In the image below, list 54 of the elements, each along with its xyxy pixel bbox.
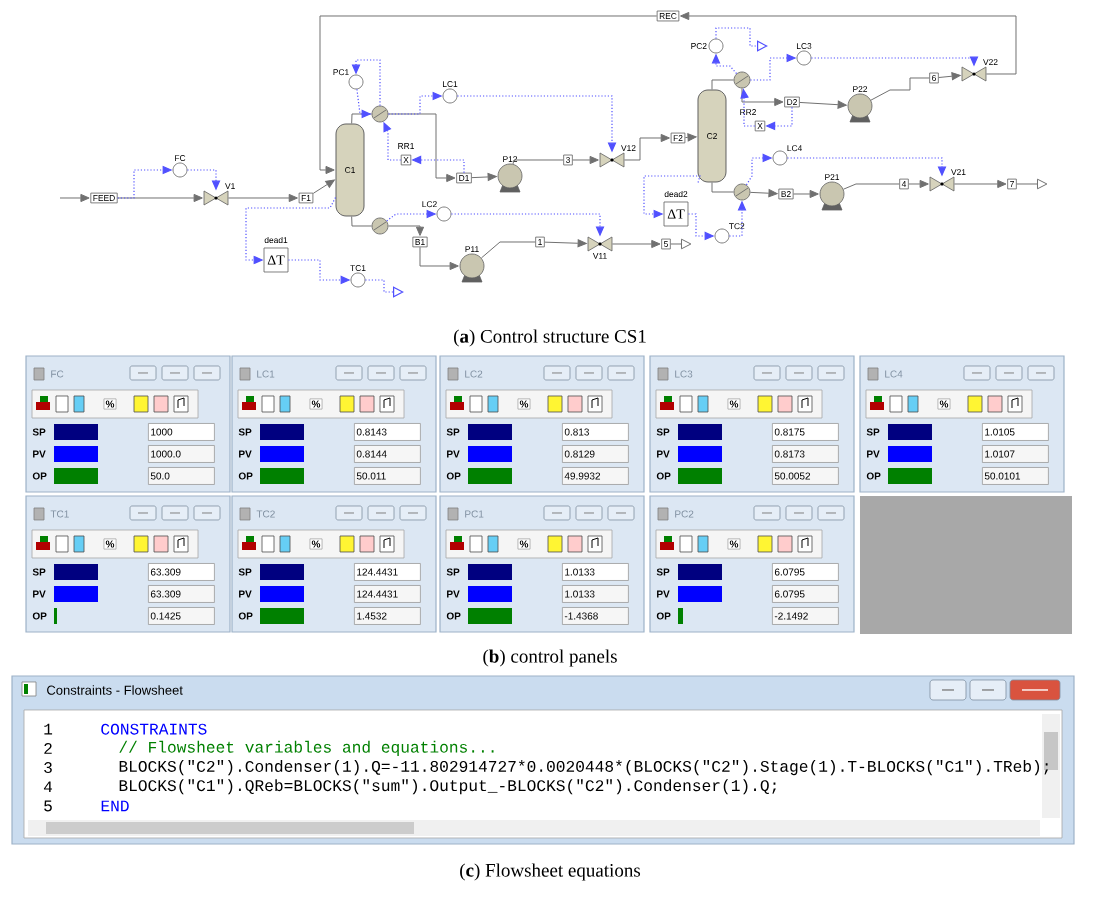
stream-line: [938, 72, 961, 81]
stream-line: [741, 87, 784, 107]
stream-line: [351, 113, 373, 124]
code-line: // Flowsheet variables and equations...: [119, 740, 494, 756]
stream-line: [842, 183, 900, 190]
stream-line: [117, 193, 203, 203]
stream-line: [544, 239, 587, 248]
stream-line: [799, 100, 847, 109]
line-number: 4: [43, 781, 53, 793]
stream-line: [471, 172, 497, 181]
stream-line: [312, 179, 335, 194]
stream-line: [480, 241, 536, 259]
stream-line: [572, 155, 599, 165]
stream-line: [351, 216, 373, 227]
code-line: CONSTRAINTS: [101, 723, 207, 735]
signal-line: [643, 175, 701, 219]
stream-line: [319, 15, 658, 175]
stream-line: [623, 133, 670, 161]
stream-line: [1016, 178, 1048, 190]
stream-line: [684, 133, 697, 142]
stream-line: [711, 79, 735, 90]
stream-line: [227, 193, 298, 203]
heat-exchanger: [733, 71, 751, 89]
heat-exchanger: [371, 217, 389, 235]
caption: (a) Control structure CS1: [454, 329, 646, 347]
stream-line: [387, 225, 425, 236]
signal-line: [351, 59, 381, 107]
stream-line: [611, 239, 661, 249]
caption: (b) control panels: [483, 649, 617, 667]
line-number: 2: [44, 743, 52, 754]
stream-line: [953, 179, 1007, 189]
signal-line: [715, 27, 768, 52]
signal-line: [245, 196, 337, 265]
stream-line: [908, 179, 929, 189]
stream-line: [680, 11, 1017, 75]
code-line: END: [101, 800, 129, 812]
stream-line: [59, 193, 90, 203]
stream-line: [670, 238, 692, 250]
code-line: BLOCKS("C2").Condenser(1).Q=-11.802914727*0.0020448*(BLOCKS("C2").Stage(1).T-BLOCKS("C1").TReb);: [119, 760, 1048, 776]
heat-exchanger: [371, 105, 389, 123]
stream-line: [711, 182, 735, 193]
caption: (c) Flowsheet equations: [460, 863, 641, 881]
line-number: 3: [44, 762, 52, 774]
stream-line: [793, 189, 819, 199]
stream-line: [749, 189, 778, 198]
stream-line: [512, 159, 564, 165]
signal-line: [364, 279, 404, 298]
stream-line: [387, 113, 456, 183]
line-number: 5: [44, 800, 52, 812]
line-number: 1: [44, 723, 53, 735]
stream-line: [870, 77, 930, 101]
heat-exchanger: [733, 183, 751, 201]
code-line: BLOCKS("C1").QReb=BLOCKS("sum").Output_-BLOCKS("C2").Condenser(1).Q;: [119, 779, 776, 795]
stream-line: [419, 246, 459, 271]
